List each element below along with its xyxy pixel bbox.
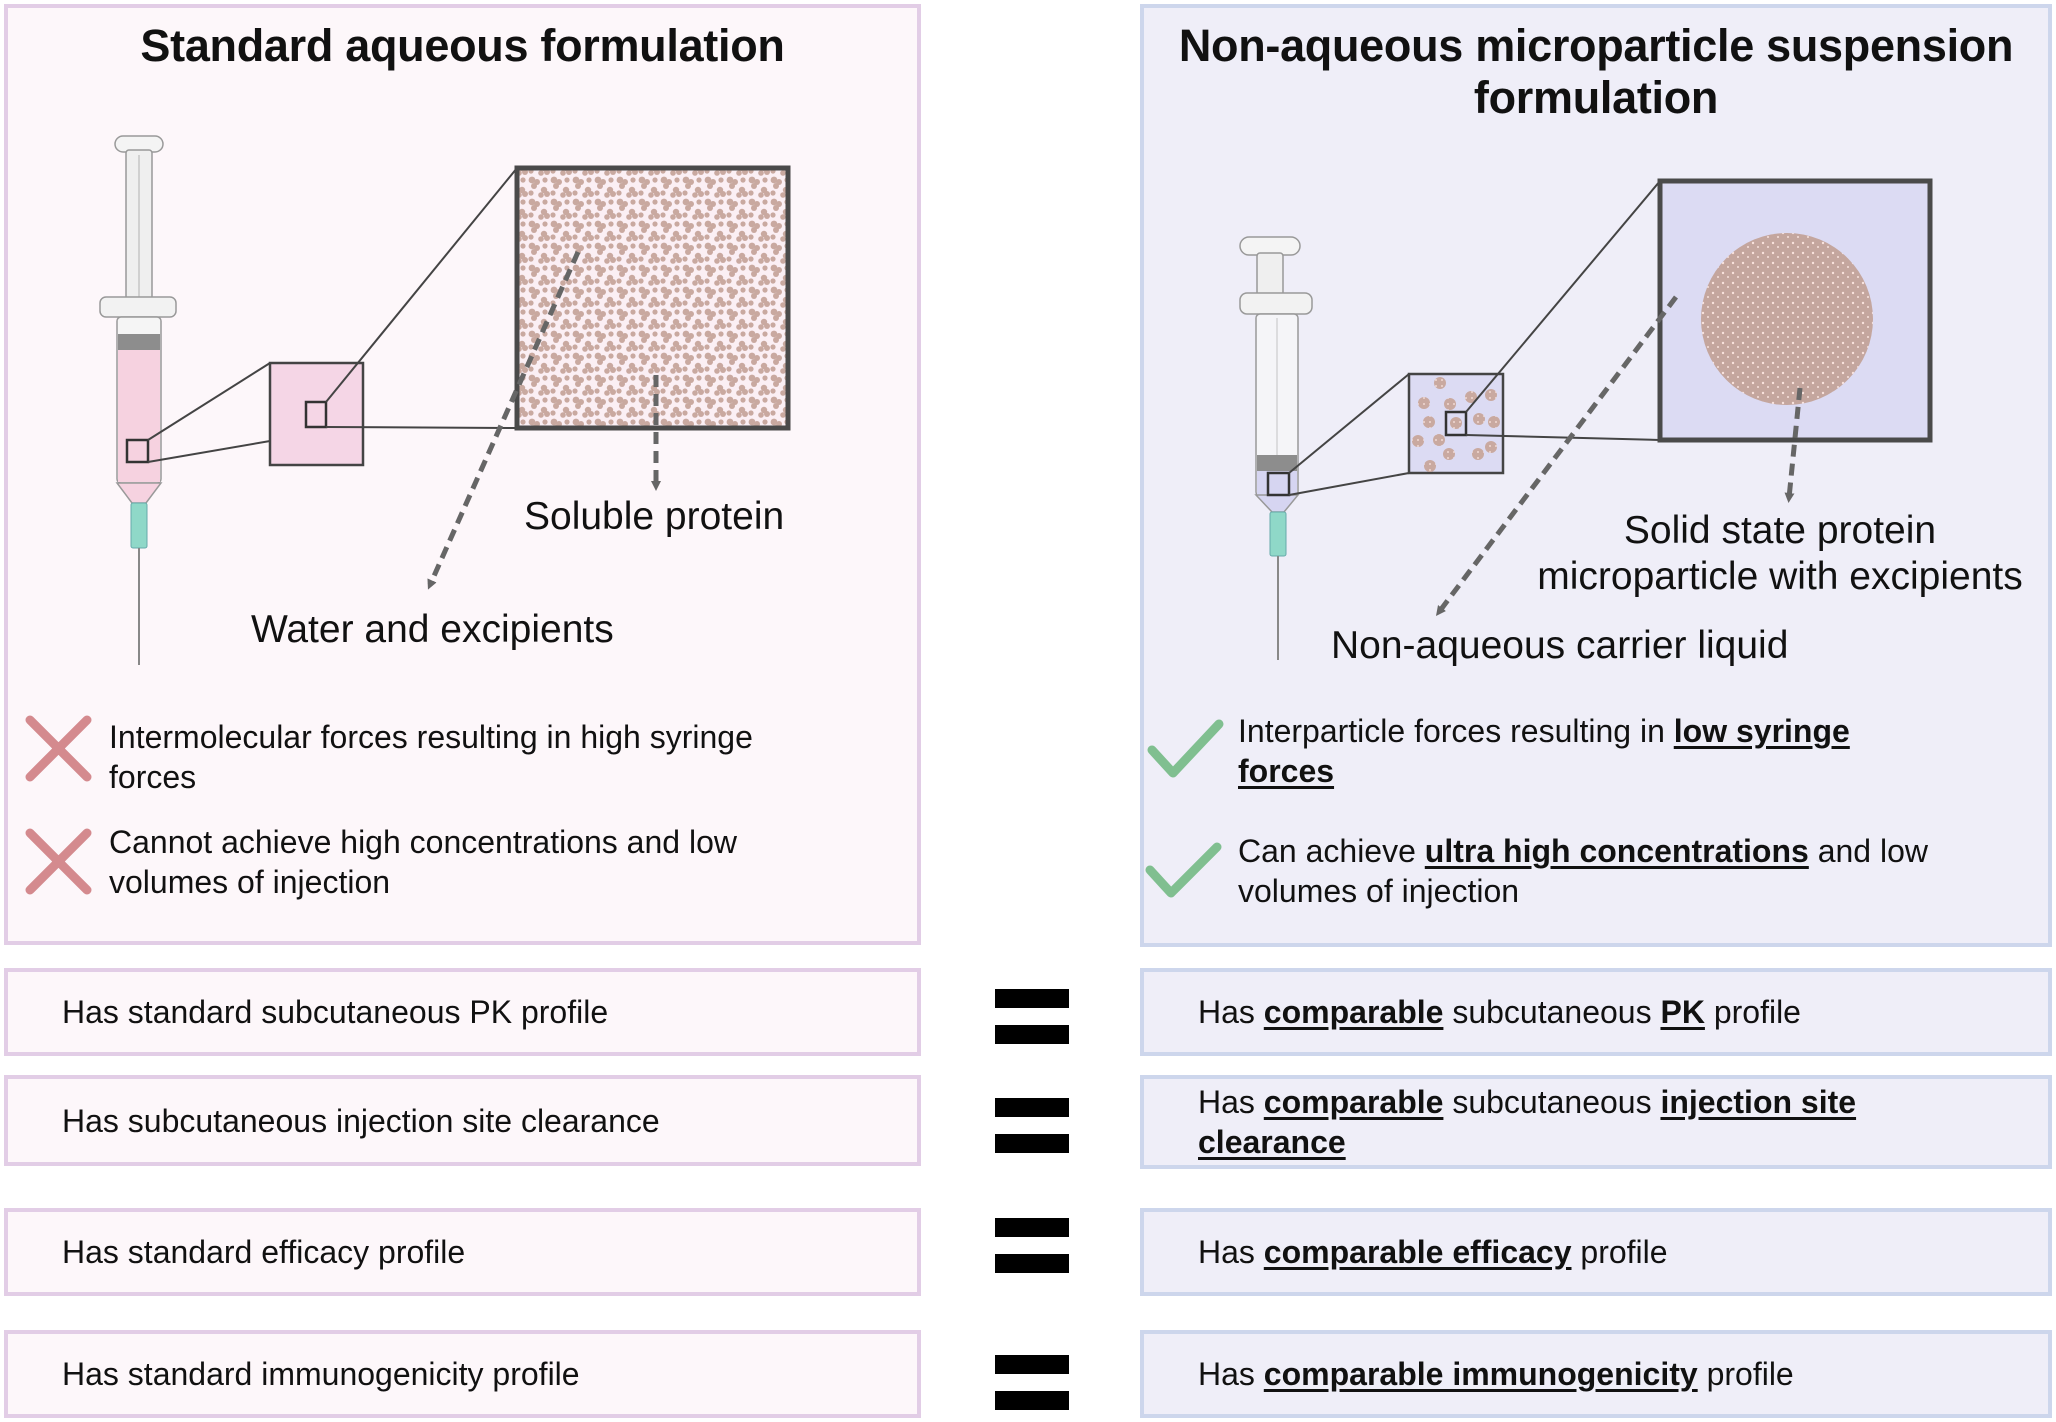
comparison-text: Has comparable subcutaneous injection si… bbox=[1198, 1084, 1857, 1160]
comparison-text: Has comparable subcutaneous PK profile bbox=[1198, 994, 1801, 1030]
comparison-left-pk: Has standard subcutaneous PK profile bbox=[4, 968, 921, 1056]
comparison-left-immunogenicity: Has standard immunogenicity profile bbox=[4, 1330, 921, 1418]
comparison-text: Has standard subcutaneous PK profile bbox=[62, 994, 609, 1030]
comparison-text: Has subcutaneous injection site clearanc… bbox=[62, 1102, 660, 1139]
comparison-text: Has comparable immunogenicity profile bbox=[1198, 1356, 1794, 1392]
drawback-line-1: Cannot achieve high concentrations and l… bbox=[109, 824, 737, 860]
microparticle-label-line-2: microparticle with excipients bbox=[1537, 555, 2023, 598]
advantage-text: Can achieve bbox=[1238, 833, 1425, 869]
comparison-text: Has standard immunogenicity profile bbox=[62, 1356, 580, 1392]
title-line-1: Non-aqueous microparticle suspension bbox=[1178, 20, 2014, 71]
advantage-text: and low bbox=[1808, 833, 1928, 869]
nonaqueous-formulation-panel: Non-aqueous microparticle suspension for… bbox=[1140, 4, 2052, 947]
advantage-emphasis: low syringe bbox=[1673, 713, 1850, 749]
cross-icon bbox=[25, 715, 92, 782]
arrow-to-carrier-liquid bbox=[1435, 295, 1678, 616]
aqueous-syringe-icon bbox=[99, 135, 177, 665]
check-icon bbox=[1147, 719, 1224, 778]
water-excipients-label: Water and excipients bbox=[251, 608, 614, 651]
comparison-right-immunogenicity: Has comparable immunogenicity profile bbox=[1140, 1330, 2052, 1418]
drawback-item: Intermolecular forces resulting in high … bbox=[109, 717, 753, 797]
comparison-right-clearance: Has comparable subcutaneous injection si… bbox=[1140, 1075, 2052, 1169]
aqueous-zoom-level-1 bbox=[147, 167, 518, 467]
advantage-emphasis: forces bbox=[1238, 753, 1335, 789]
title-line-2: formulation bbox=[1473, 72, 1719, 123]
protein-microparticle bbox=[1701, 233, 1873, 405]
comparison-text: Has comparable efficacy profile bbox=[1198, 1234, 1668, 1270]
comparison-right-efficacy: Has comparable efficacy profile bbox=[1140, 1208, 2052, 1296]
microparticle-zoom-level-1 bbox=[1288, 180, 1661, 496]
comparison-left-efficacy: Has standard efficacy profile bbox=[4, 1208, 921, 1296]
advantage-text: Interparticle forces resulting in bbox=[1238, 713, 1674, 749]
nonaqueous-syringe-icon bbox=[1239, 236, 1313, 660]
cross-icon bbox=[25, 828, 92, 895]
advantage-text: volumes of injection bbox=[1238, 873, 1520, 909]
nonaqueous-formulation-title: Non-aqueous microparticle suspension for… bbox=[1144, 20, 2048, 124]
advantage-item: Interparticle forces resulting in low sy… bbox=[1238, 711, 1850, 791]
microparticle-zoom-box bbox=[1657, 178, 1933, 443]
drawback-line-1: Intermolecular forces resulting in high … bbox=[109, 719, 753, 755]
carrier-liquid-label: Non-aqueous carrier liquid bbox=[1331, 624, 1789, 667]
drawback-line-2: volumes of injection bbox=[109, 864, 391, 900]
arrow-to-water bbox=[427, 250, 581, 590]
soluble-protein-label: Soluble protein bbox=[524, 495, 785, 538]
standard-formulation-title: Standard aqueous formulation bbox=[140, 20, 785, 71]
advantage-item: Can achieve ultra high concentrations an… bbox=[1238, 831, 1928, 911]
comparison-left-clearance: Has subcutaneous injection site clearanc… bbox=[4, 1075, 921, 1166]
soluble-protein-zoom-box bbox=[514, 165, 791, 431]
check-icon bbox=[1145, 842, 1222, 898]
microparticle-label-line-1: Solid state protein bbox=[1623, 509, 1937, 552]
comparison-text: Has standard efficacy profile bbox=[62, 1234, 466, 1270]
drawback-line-2: forces bbox=[109, 759, 197, 795]
drawback-item: Cannot achieve high concentrations and l… bbox=[109, 822, 737, 902]
advantage-emphasis: ultra high concentrations bbox=[1424, 833, 1809, 869]
comparison-right-pk: Has comparable subcutaneous PK profile bbox=[1140, 968, 2052, 1056]
